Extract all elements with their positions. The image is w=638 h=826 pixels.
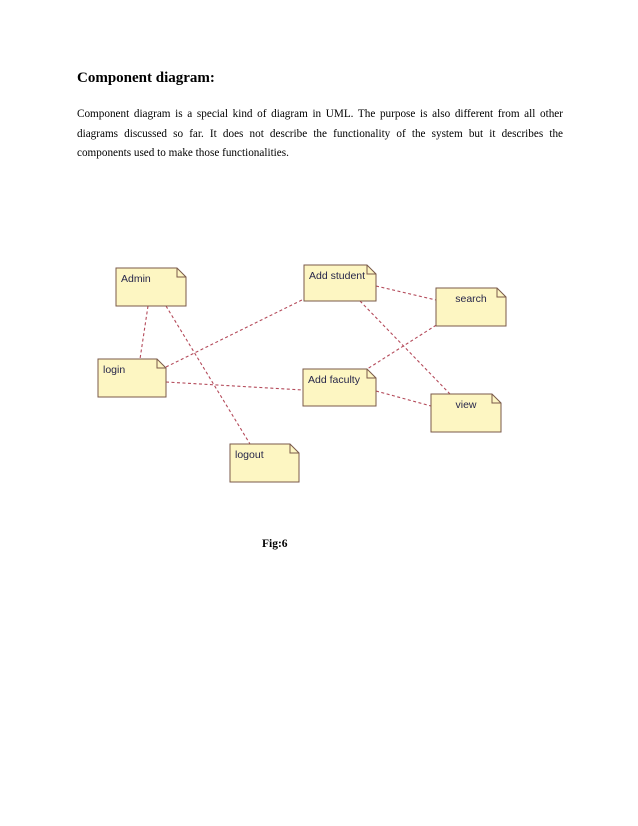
- component-admin: Admin: [115, 267, 187, 307]
- component-view: view: [430, 393, 502, 433]
- component-label: login: [103, 364, 125, 376]
- figure-caption: Fig:6: [262, 538, 288, 550]
- folded-corner: [496, 288, 506, 298]
- folded-corner: [289, 444, 299, 454]
- component-label: logout: [235, 449, 264, 461]
- folded-corner: [366, 369, 376, 379]
- component-add-student: Add student: [303, 264, 377, 302]
- section-heading: Component diagram:: [77, 70, 215, 86]
- connector-add-faculty-view: [375, 390, 432, 407]
- folded-corner: [176, 268, 186, 278]
- component-box: [115, 267, 187, 307]
- component-add-faculty: Add faculty: [302, 368, 377, 407]
- component-box: [303, 264, 377, 302]
- connector-add-student-search: [375, 285, 437, 301]
- connector-login-add-student: [165, 297, 307, 368]
- component-search: search: [435, 287, 507, 327]
- folded-corner: [491, 394, 501, 404]
- body-paragraph: Component diagram is a special kind of d…: [77, 108, 563, 159]
- component-box: [435, 287, 507, 327]
- component-label: search: [455, 293, 487, 305]
- folded-corner: [156, 359, 166, 369]
- connector-add-faculty-search: [363, 323, 439, 372]
- component-login: login: [97, 358, 167, 398]
- component-label: view: [455, 399, 476, 411]
- component-logout: logout: [229, 443, 300, 483]
- component-box: [229, 443, 300, 483]
- component-box: [302, 368, 377, 407]
- component-box: [430, 393, 502, 433]
- connector-admin-login: [139, 305, 149, 360]
- component-label: Admin: [121, 273, 151, 285]
- connector-login-add-faculty: [165, 381, 304, 391]
- folded-corner: [366, 265, 376, 275]
- component-label: Add faculty: [308, 374, 361, 386]
- component-label: Add student: [309, 270, 365, 282]
- component-box: [97, 358, 167, 398]
- connector-admin-logout: [165, 305, 251, 445]
